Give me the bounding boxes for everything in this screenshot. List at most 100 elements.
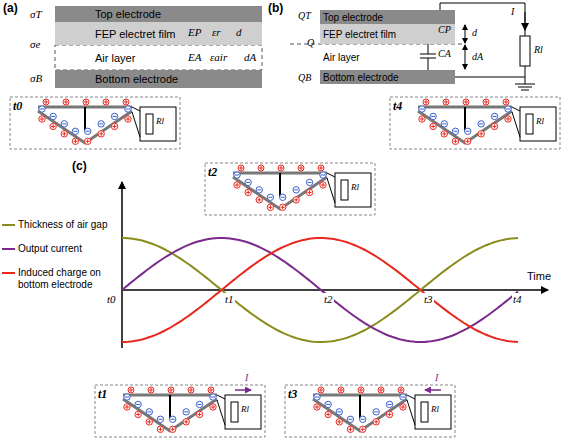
drawing-stroke bbox=[111, 113, 117, 119]
symbol-label: t0 bbox=[13, 100, 22, 114]
drawing-stroke bbox=[42, 117, 43, 121]
drawing-stroke bbox=[62, 123, 66, 124]
drawing-stroke bbox=[125, 116, 131, 122]
drawing-stroke bbox=[441, 121, 447, 127]
drawing-stroke bbox=[198, 404, 202, 405]
drawing-stroke bbox=[210, 404, 216, 410]
drawing-stroke bbox=[431, 116, 435, 117]
drawing-stroke bbox=[512, 107, 520, 111]
inset-frame bbox=[285, 385, 455, 437]
drawing-stroke bbox=[208, 387, 214, 393]
drawing-stroke bbox=[463, 99, 469, 105]
symbol-label: CA bbox=[438, 48, 451, 60]
drawing-stroke bbox=[169, 395, 171, 419]
drawing-stroke bbox=[188, 387, 194, 393]
inset-frame bbox=[390, 97, 560, 149]
drawing-stroke bbox=[53, 124, 54, 128]
drawing-stroke bbox=[465, 138, 471, 144]
symbol-label: Time bbox=[526, 270, 552, 283]
drawing-stroke bbox=[466, 100, 467, 104]
drawing-stroke bbox=[401, 388, 402, 392]
drawing-stroke bbox=[127, 405, 128, 409]
drawing-stroke bbox=[132, 107, 140, 111]
drawing-stroke bbox=[328, 412, 329, 416]
drawing-stroke bbox=[267, 204, 273, 210]
drawing-stroke bbox=[321, 175, 325, 176]
layer-name: Top electrode bbox=[323, 12, 383, 23]
symbol-label: Rl bbox=[156, 116, 164, 126]
drawing-stroke bbox=[40, 109, 44, 110]
drawing-stroke bbox=[278, 165, 284, 171]
layer-band: FEP electret film bbox=[55, 22, 262, 45]
drawing-stroke bbox=[442, 123, 446, 124]
drawing-stroke bbox=[39, 116, 45, 122]
drawing-stroke bbox=[39, 106, 45, 112]
drawing-stroke bbox=[378, 387, 384, 393]
drawing-stroke bbox=[293, 197, 299, 203]
drawing-stroke bbox=[455, 139, 456, 143]
drawing-stroke bbox=[147, 411, 151, 412]
drawing-stroke bbox=[361, 388, 362, 392]
drawing-stroke bbox=[246, 182, 250, 183]
drawing-stroke bbox=[301, 166, 302, 170]
resistor-symbol bbox=[231, 402, 238, 422]
drawing-stroke bbox=[124, 394, 130, 400]
resistor-symbol bbox=[146, 114, 153, 134]
legend-entry: Output current bbox=[18, 243, 118, 255]
drawing-stroke bbox=[298, 165, 304, 171]
symbol-label: CP bbox=[438, 24, 451, 36]
drawing-stroke bbox=[317, 405, 318, 409]
drawing-stroke bbox=[50, 113, 56, 119]
drawing-stroke bbox=[191, 388, 192, 392]
symbol-label: I bbox=[245, 372, 248, 384]
drawing-stroke bbox=[466, 131, 470, 132]
drawing-stroke bbox=[326, 404, 330, 405]
drawing-stroke bbox=[267, 194, 273, 200]
inset-frame bbox=[10, 97, 180, 149]
drawing-stroke bbox=[314, 404, 320, 410]
layer-name: Air layer bbox=[95, 52, 135, 64]
drawing-stroke bbox=[158, 419, 162, 420]
drawing-stroke bbox=[171, 419, 175, 420]
current-arrow bbox=[235, 389, 251, 391]
drawing-stroke bbox=[309, 190, 310, 194]
symbol-label: Rl bbox=[351, 182, 359, 192]
drawing-stroke bbox=[320, 172, 326, 178]
drawing-stroke bbox=[84, 107, 86, 131]
drawing-stroke bbox=[157, 416, 163, 422]
symbol-label: t1 bbox=[224, 293, 235, 306]
drawing-stroke bbox=[72, 128, 78, 134]
drawing-stroke bbox=[50, 123, 56, 129]
layer-band: Air layer bbox=[55, 45, 262, 70]
drawing-stroke bbox=[446, 100, 447, 104]
symbol-label: I bbox=[435, 372, 438, 384]
symbol-label: d bbox=[236, 26, 242, 39]
drawing-stroke bbox=[86, 131, 90, 132]
symbol-label: σT bbox=[30, 8, 42, 21]
drawing-stroke bbox=[493, 116, 497, 117]
drawing-stroke bbox=[217, 395, 225, 399]
drawing-stroke bbox=[46, 100, 47, 104]
drawing-stroke bbox=[419, 106, 425, 112]
drawing-stroke bbox=[494, 124, 495, 128]
symbol-label: t3 bbox=[423, 293, 434, 306]
drawing-stroke bbox=[358, 387, 364, 393]
layer-name: Top electrode bbox=[95, 8, 161, 20]
drawing-stroke bbox=[63, 99, 69, 105]
drawing-stroke bbox=[241, 166, 242, 170]
drawing-stroke bbox=[318, 165, 324, 171]
drawing-stroke bbox=[160, 427, 161, 431]
drawing-stroke bbox=[388, 404, 392, 405]
legend-entry: Thickness of air gap bbox=[18, 219, 118, 231]
drawing-stroke bbox=[361, 419, 365, 420]
drawing-stroke bbox=[325, 401, 331, 407]
drawing-stroke bbox=[294, 189, 298, 190]
drawing-stroke bbox=[430, 123, 436, 129]
drawing-stroke bbox=[170, 416, 176, 422]
drawing-stroke bbox=[98, 121, 104, 127]
drawing-stroke bbox=[483, 99, 489, 105]
drawing-stroke bbox=[245, 179, 251, 185]
symbol-label: Rl bbox=[431, 404, 439, 414]
drawing-stroke bbox=[256, 187, 262, 193]
